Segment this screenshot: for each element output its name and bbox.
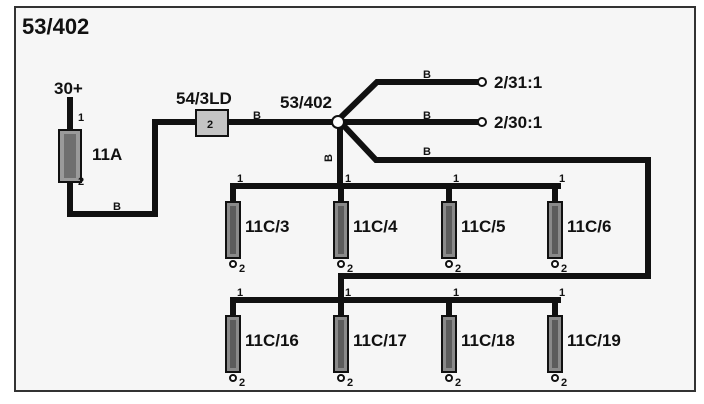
wire-fuse-to-connector [67, 119, 199, 217]
component-label: 11C/19 [567, 331, 621, 350]
component-11c-17: 1 2 11C/17 [333, 287, 407, 389]
component-pin2-label: 2 [347, 377, 353, 389]
component-pin1-label: 1 [559, 287, 565, 299]
component-11c-3: 1 2 11C/3 [225, 173, 289, 275]
component-label: 11C/3 [245, 217, 289, 236]
diagram-title: 53/402 [22, 14, 89, 39]
diagram-frame [14, 6, 696, 392]
component-pin2-label: 2 [561, 377, 567, 389]
connector-54-3ld: 2 54/3LD [176, 89, 232, 137]
fuse-pin1-label: 1 [78, 112, 84, 124]
components-row2: 1 2 11C/16 1 2 11C/17 1 2 11C/18 1 2 11C/19 [225, 287, 621, 389]
output2-label: 2/30:1 [494, 113, 542, 132]
component-pin1-label: 1 [559, 173, 565, 185]
component-pin2-label: 2 [561, 263, 567, 275]
components-row1: 1 2 11C/3 1 2 11C/4 1 2 11C/5 1 2 11C/6 [225, 173, 611, 275]
supply-label: 30+ [54, 79, 83, 98]
component-11c-19: 1 2 11C/19 [547, 287, 621, 389]
component-11c-16: 1 2 11C/16 [225, 287, 299, 389]
component-pin1-label: 1 [453, 173, 459, 185]
wire-color-label: B [253, 110, 261, 122]
output-2-31-1: 2/31:1 [477, 73, 542, 92]
component-label: 11C/17 [353, 331, 407, 350]
component-11c-4: 1 2 11C/4 [333, 173, 398, 275]
splice-label: 53/402 [280, 93, 332, 112]
fuse-11a: 1 2 11A [58, 112, 122, 188]
component-pin2-label: 2 [239, 263, 245, 275]
connector-label: 54/3LD [176, 89, 232, 108]
wire-color-label: B [423, 69, 431, 81]
output-2-30-1: 2/30:1 [477, 113, 542, 132]
wire-splice-to-out1 [331, 79, 481, 127]
wire-color-label: B [423, 146, 431, 158]
component-pin1-label: 1 [237, 173, 243, 185]
component-label: 11C/18 [461, 331, 515, 350]
splice-53-402: 53/402 [280, 93, 345, 129]
component-pin1-label: 1 [345, 173, 351, 185]
output1-label: 2/31:1 [494, 73, 542, 92]
component-pin2-label: 2 [455, 263, 461, 275]
component-label: 11C/4 [353, 217, 398, 236]
component-pin1-label: 1 [453, 287, 459, 299]
wire-color-label: B [113, 201, 121, 213]
component-pin2-label: 2 [347, 263, 353, 275]
component-label: 11C/6 [567, 217, 611, 236]
component-label: 11C/5 [461, 217, 505, 236]
component-pin2-label: 2 [239, 377, 245, 389]
wire-color-label: B [423, 110, 431, 122]
wires [67, 79, 651, 319]
fuse-label: 11A [92, 145, 122, 164]
component-pin1-label: 1 [237, 287, 243, 299]
component-11c-18: 1 2 11C/18 [441, 287, 515, 389]
component-11c-6: 1 2 11C/6 [547, 173, 611, 275]
component-pin1-label: 1 [345, 287, 351, 299]
component-label: 11C/16 [245, 331, 299, 350]
fuse-pin2-label: 2 [78, 176, 84, 188]
component-11c-5: 1 2 11C/5 [441, 173, 505, 275]
component-pin2-label: 2 [455, 377, 461, 389]
connector-pin-label: 2 [207, 119, 213, 131]
wire-loop-to-row2 [338, 121, 651, 303]
wire-color-label: B [323, 154, 335, 162]
